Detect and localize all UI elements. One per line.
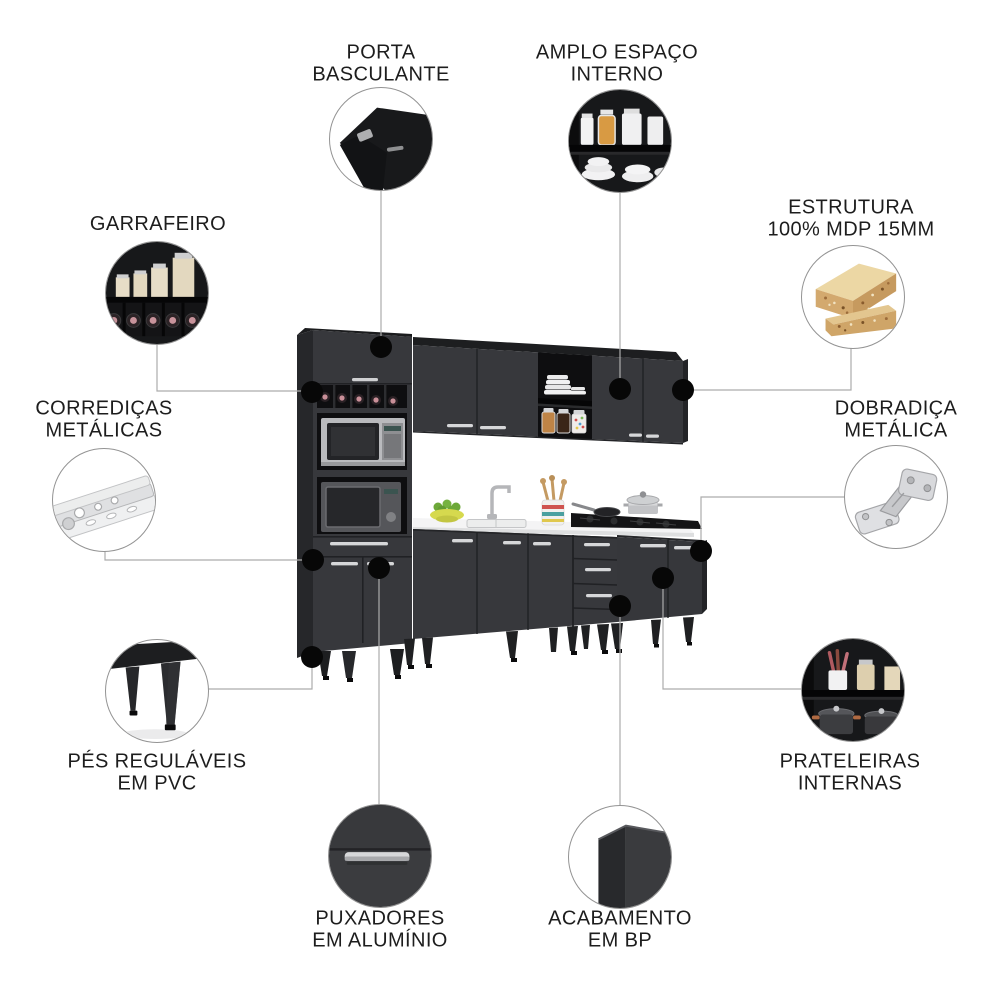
anchor-dot-corredicas <box>302 549 324 571</box>
callout-photo-circle <box>801 638 905 742</box>
upper-cabinets <box>413 337 688 445</box>
internal-shelves-icon <box>802 639 904 741</box>
anchor-dot-dobradica <box>690 540 712 562</box>
callout-photo-circle <box>844 445 948 549</box>
fruit-bowl <box>430 499 464 523</box>
base-cabinets <box>404 529 707 669</box>
upper-door-handle <box>646 434 659 438</box>
anchor-dot-acabamento <box>609 595 631 617</box>
connector-garrafeiro <box>156 344 312 392</box>
open-shelves-dishes-icon <box>569 90 671 192</box>
callout-photo-circle <box>105 639 209 743</box>
oven <box>317 477 407 534</box>
anchor-dot-amplo-espaco <box>609 378 631 400</box>
callout-photo-circle <box>801 245 905 349</box>
connector-corredicas <box>104 551 313 561</box>
bottle-rack-icon <box>106 242 208 344</box>
adjustable-feet-icon <box>106 640 208 740</box>
tall-cabinet-feet <box>318 649 404 682</box>
base-door-handle <box>640 544 666 548</box>
drawer-handle <box>585 568 611 572</box>
open-shelf-niche <box>538 352 592 440</box>
callout-photo-circle <box>329 87 433 191</box>
drawer-handle <box>586 594 612 598</box>
callout-label: ESTRUTURA 100% MDP 15MM <box>767 196 935 241</box>
flip-door-handle <box>352 378 378 382</box>
callout-photo-circle <box>568 89 672 193</box>
connector-dobradica <box>700 496 845 551</box>
callout-photo-circle <box>105 241 209 345</box>
callout-label: CORREDIÇAS METÁLICAS <box>35 397 173 442</box>
base-door-handle <box>533 542 551 546</box>
drawer-handle <box>584 543 610 547</box>
drawer-stack <box>572 543 618 611</box>
aluminum-handle-icon <box>329 805 431 907</box>
callout-photo-circle <box>328 804 432 908</box>
base-door-handle <box>452 539 473 543</box>
upper-door-handle <box>480 426 506 430</box>
connector-estrutura <box>683 348 852 391</box>
mdp-board-icon <box>815 263 897 337</box>
anchor-dot-puxadores <box>368 557 390 579</box>
utensil-holder <box>540 475 567 526</box>
connector-pes <box>208 657 313 690</box>
callout-label: PRATELEIRAS INTERNAS <box>779 750 921 795</box>
cooktop <box>571 513 702 529</box>
drawer-slide-icon <box>53 475 155 541</box>
tall-cabinet <box>297 328 412 682</box>
upper-door-handle <box>447 424 473 428</box>
base-door-handle <box>503 541 521 545</box>
bottle-rack-niche <box>317 385 407 408</box>
callout-label: GARRAFEIRO <box>89 212 227 235</box>
callout-label: PÉS REGULÁVEIS EM PVC <box>67 750 247 795</box>
anchor-dot-garrafeiro <box>301 381 323 403</box>
anchor-dot-pes <box>301 646 323 668</box>
callout-label: PORTA BASCULANTE <box>312 41 450 86</box>
anchor-dot-porta-basculante <box>370 336 392 358</box>
callout-label: DOBRADIÇA METÁLICA <box>834 397 958 442</box>
anchor-dot-estrutura <box>672 379 694 401</box>
frying-pan <box>571 502 621 517</box>
callout-label: AMPLO ESPAÇO INTERNO <box>535 41 699 86</box>
countertop <box>413 475 702 537</box>
cooking-pot <box>623 491 663 514</box>
connector-prateleiras <box>662 578 802 690</box>
callout-label: ACABAMENTO EM BP <box>548 907 692 952</box>
microwave <box>317 413 407 470</box>
faucet <box>490 485 511 518</box>
anchor-dot-prateleiras <box>652 567 674 589</box>
callout-photo-circle <box>52 448 156 552</box>
tall-drawer-handle <box>330 542 388 546</box>
tall-door-handle-left <box>331 562 358 566</box>
callout-label: PUXADORES EM ALUMÍNIO <box>312 907 448 952</box>
bp-corner-finish-icon <box>597 824 671 908</box>
upper-door-handle <box>629 433 642 437</box>
flip-up-door-icon <box>337 107 432 190</box>
callout-photo-circle <box>568 805 672 909</box>
cabinet-hinge-icon <box>854 468 938 535</box>
